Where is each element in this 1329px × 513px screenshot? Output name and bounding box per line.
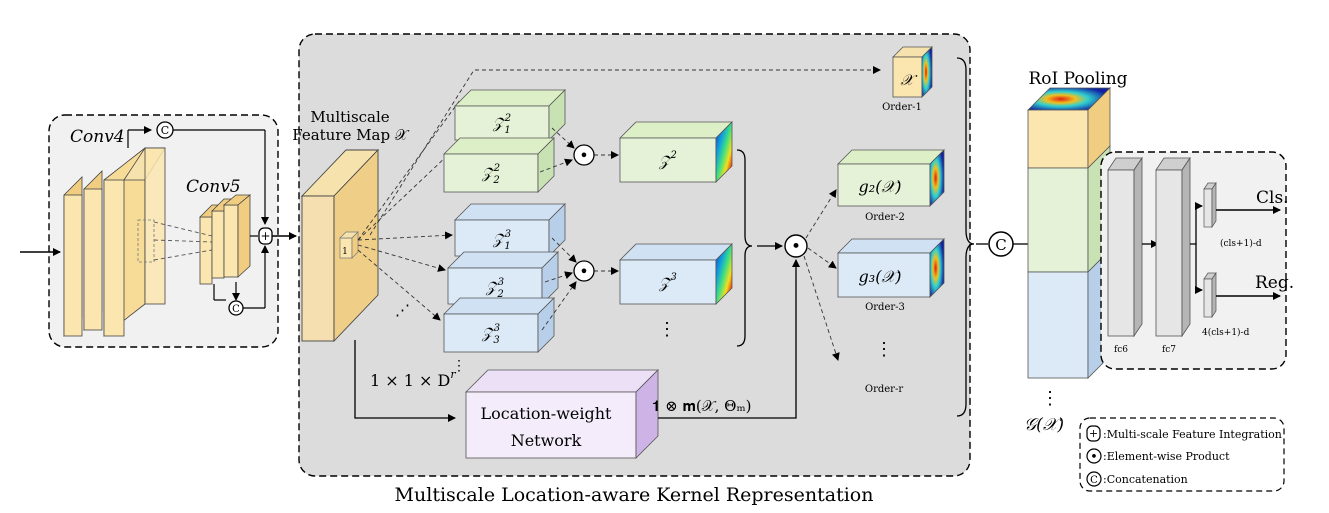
location-net-line1: Location-weight (481, 404, 612, 423)
z-block-2-label: 𝒵22 (481, 163, 500, 186)
ellipsis-dim: ⋮ (452, 358, 466, 374)
order-1-text: 𝒳 (901, 71, 918, 89)
cls-dim-label: (cls+1)-d (1220, 238, 1262, 249)
ellipsis-orders: ⋮ (875, 339, 893, 360)
z-product-3 (619, 243, 733, 305)
order-2-block (837, 149, 945, 207)
z-product-2 (619, 121, 733, 183)
svg-text:+: + (1089, 427, 1098, 440)
z-block-5-label: 𝒵33 (481, 323, 500, 346)
orders-bracket (956, 57, 975, 417)
product-node-order3 (573, 260, 595, 282)
feature-map-cube (300, 148, 380, 343)
fc7-label: fc7 (1162, 345, 1176, 355)
conv5-layers (199, 194, 252, 285)
ellipsis-left: ⋰ (395, 301, 410, 319)
order-2-text: g₂(𝒳) (859, 177, 902, 196)
location-net-line2: Network (511, 431, 582, 450)
z-block-5 (443, 297, 555, 353)
fc7-block (1155, 156, 1191, 338)
order-3-text: g₃(𝒳) (859, 267, 902, 286)
dim-label: 1 × 1 × Dr (370, 368, 456, 390)
z-block-1-label: 𝒵12 (492, 113, 511, 136)
small-cube-label: 1 (342, 247, 348, 257)
conv4-label: Conv4 (70, 127, 125, 147)
reg-fc-block (1203, 271, 1217, 319)
z-to-product-arrows (539, 127, 619, 331)
location-net-to-product-arrow (658, 259, 800, 419)
conv4-to-conv5-links (153, 221, 213, 261)
order-3-block (837, 238, 945, 298)
reg-dim-label: 4(cls+1)-d (1202, 327, 1250, 338)
legend-item-integration: :Multi-scale Feature Integration (1103, 428, 1282, 441)
roi-pooled-stack (1027, 87, 1111, 379)
location-weight-network-block (465, 369, 659, 459)
central-to-orders-arrows (803, 189, 840, 361)
svg-text:C: C (995, 236, 1006, 254)
product-node-central (784, 234, 808, 258)
svg-text:•: • (1090, 450, 1098, 465)
products-bracket (736, 149, 753, 347)
cls-fc-block (1203, 181, 1217, 229)
z-block-4-label: 𝒵23 (485, 277, 504, 300)
legend-item-product: :Element-wise Product (1103, 450, 1230, 463)
svg-text:C: C (232, 304, 240, 315)
svg-text:•: • (579, 146, 588, 165)
legend-plus-symbol (1086, 425, 1101, 442)
fc6-label: fc6 (1114, 345, 1128, 355)
order-1-block (892, 46, 933, 98)
order-1-label: Order-1 (882, 102, 922, 113)
roi-pooling-label: RoI Pooling (1028, 69, 1127, 89)
legend-concat-symbol (1086, 471, 1102, 487)
z-block-3-label: 𝒵13 (492, 229, 511, 252)
order-2-label: Order-2 (865, 212, 905, 223)
reg-label: Reg. (1255, 273, 1294, 293)
svg-text:C: C (161, 124, 169, 137)
svg-text:•: • (579, 262, 588, 281)
conv4-layers (63, 147, 166, 337)
order-r-label: Order-r (865, 384, 903, 395)
order-3-label: Order-3 (865, 302, 905, 313)
legend-dot-symbol (1086, 448, 1102, 464)
feature-to-location-net-arrow (354, 340, 456, 422)
legend-box (1079, 417, 1285, 492)
svg-text:+: + (260, 229, 270, 243)
conv5-label: Conv5 (186, 177, 241, 197)
g-label: 𝒢(𝒳) (1024, 415, 1064, 435)
feature-map-title-line2: Feature Map 𝒳 (292, 126, 410, 144)
ellipsis-roi: ⋮ (1041, 388, 1059, 409)
cls-label: Cls. (1256, 188, 1289, 208)
product-node-order2 (573, 144, 595, 166)
z-block-1 (454, 89, 566, 141)
z-product-3-label: 𝒵3 (658, 272, 677, 292)
fc6-block (1107, 156, 1143, 338)
svg-text:•: • (791, 237, 801, 257)
feature-fan-lines (357, 66, 881, 321)
z-product-2-label: 𝒵2 (658, 150, 677, 170)
ellipsis-products: ⋮ (658, 319, 676, 340)
location-formula: 𝟏 ⊗ 𝐦(𝒳, Θₘ) (652, 397, 752, 415)
legend-item-concat: :Concatenation (1103, 473, 1188, 486)
z-block-3 (454, 203, 566, 257)
z-block-2 (443, 137, 555, 193)
feature-map-title-line1: Multiscale (310, 108, 389, 126)
svg-text:C: C (1090, 475, 1098, 486)
mlkr-caption: Multiscale Location-aware Kernel Represe… (395, 484, 874, 506)
head-group-box (1100, 151, 1287, 370)
